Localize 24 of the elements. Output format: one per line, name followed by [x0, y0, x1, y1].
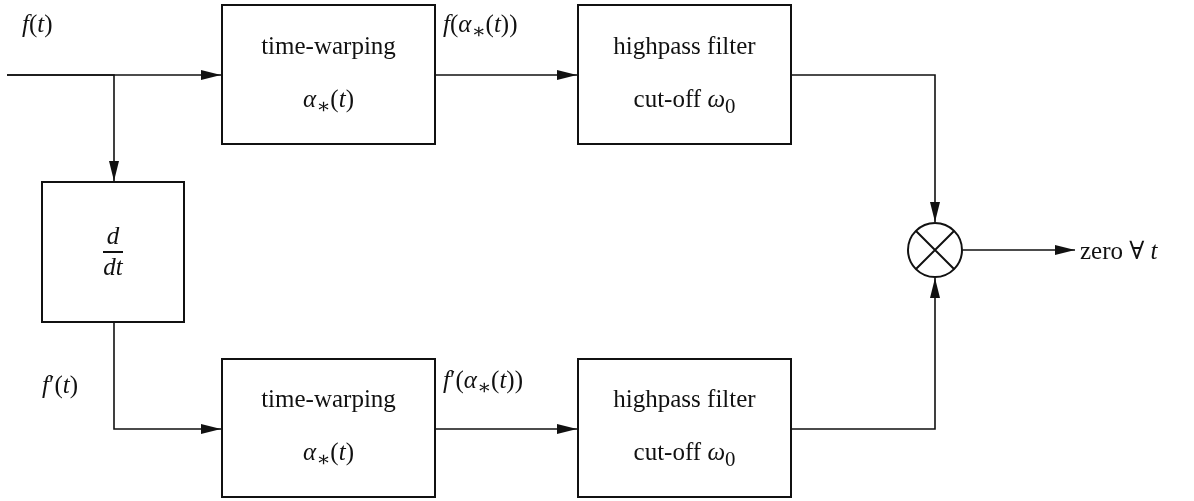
box-parameter: α$_{∗}$(t)	[303, 437, 354, 471]
arrow	[435, 424, 578, 434]
arrow	[6, 74, 119, 182]
process-box	[577, 358, 792, 498]
multiplier-circle	[907, 222, 963, 278]
output-text: zero ∀ t	[1080, 237, 1158, 265]
arrow	[113, 322, 222, 434]
fraction-denominator: dt	[102, 253, 124, 282]
arrow	[962, 245, 1076, 255]
box-parameter: cut-off ω$_{0}$	[633, 437, 736, 471]
box-title: highpass filter	[613, 385, 756, 413]
box-parameter: cut-off ω$_{0}$	[633, 84, 736, 118]
process-box	[41, 181, 185, 323]
process-box	[221, 4, 436, 145]
process-box	[221, 358, 436, 498]
box-title: time-warping	[261, 31, 396, 60]
process-box	[577, 4, 792, 145]
box-parameter: α$_{∗}$(t)	[303, 84, 354, 118]
arrow	[791, 74, 940, 223]
arrow	[435, 70, 578, 80]
arrow	[791, 277, 940, 430]
fraction-numerator: d	[102, 222, 124, 253]
box-title: highpass filter	[613, 31, 756, 60]
box-title: time-warping	[261, 385, 396, 413]
